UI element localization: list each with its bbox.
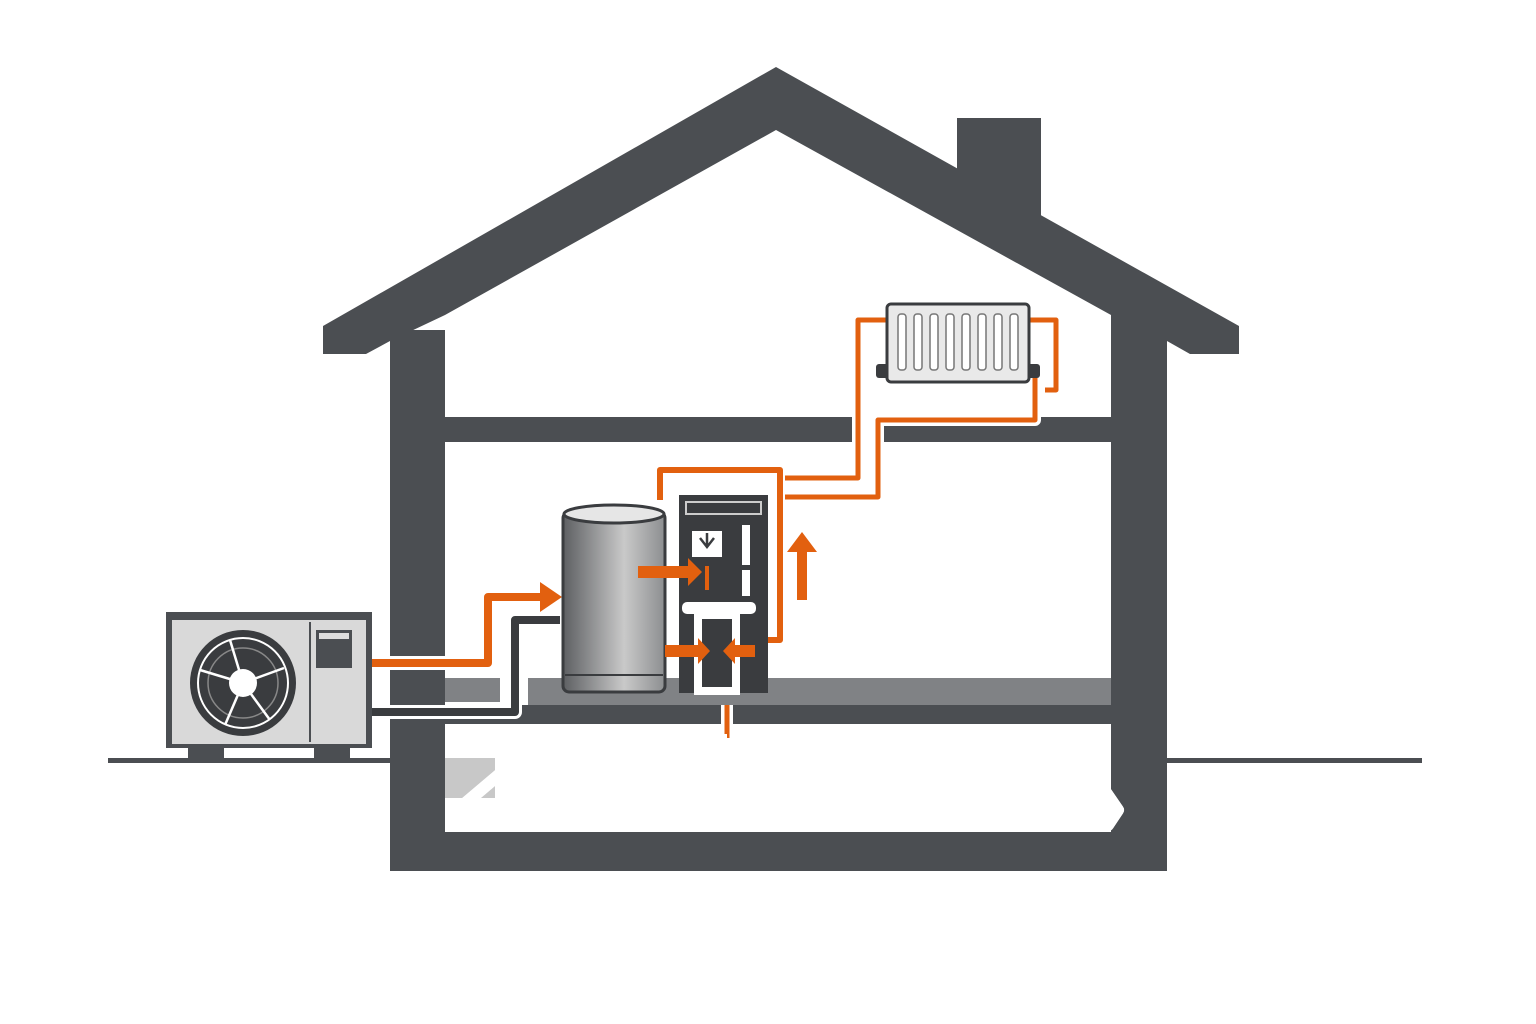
ground-line	[108, 758, 1422, 763]
floor-heating-coil-icon	[449, 705, 1124, 831]
radiator-icon	[876, 302, 1040, 384]
pipes	[372, 314, 1062, 719]
hydraulic-module-icon	[638, 495, 817, 695]
heat-pump-fan-icon	[166, 612, 372, 758]
house-outline-icon	[323, 67, 1239, 871]
cylinder-tank-icon	[561, 503, 667, 694]
floor-slab	[445, 678, 1111, 798]
